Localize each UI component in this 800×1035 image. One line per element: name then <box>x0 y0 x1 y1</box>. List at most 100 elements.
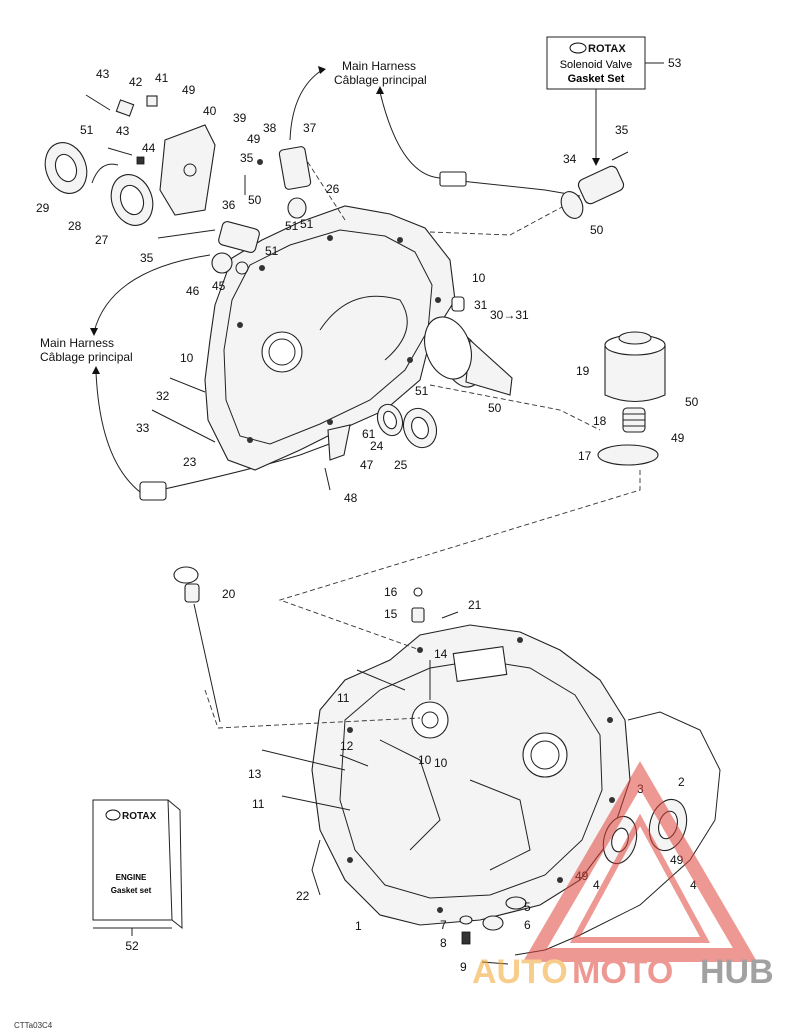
plug-44 <box>136 156 145 165</box>
gasket-31 <box>424 316 472 380</box>
rotax-logo-text: ROTAX <box>588 43 626 55</box>
svg-text:49: 49 <box>182 83 196 97</box>
callout-30-31: 30→31 <box>490 308 529 322</box>
main-harness-label-top: Main Harness Câblage principal <box>289 59 441 179</box>
sensor-37 <box>278 146 312 190</box>
callout-40: 40 <box>203 104 217 118</box>
crankcase-gasket-right <box>514 711 721 956</box>
svg-text:50: 50 <box>685 395 699 409</box>
callout-22: 22 <box>296 889 310 903</box>
washer-7 <box>459 915 473 925</box>
rotax-kit-logo: ROTAX <box>122 811 157 822</box>
oring-5 <box>505 896 527 910</box>
harness-connector <box>439 171 467 187</box>
bolt-43-top <box>85 94 111 111</box>
solenoid-gasket-set-box: ROTAX Solenoid Valve Gasket Set 53 <box>546 36 682 166</box>
callout-34: 34 <box>563 152 577 166</box>
solenoid-valve-34 <box>560 151 629 219</box>
callout-19: 19 <box>576 364 590 378</box>
callout-43b: 43 <box>116 124 130 138</box>
svg-text:50: 50 <box>590 223 604 237</box>
watermark-auto: AUTO <box>472 953 568 991</box>
lower-crankcase-half <box>311 624 631 926</box>
callout-7: 7 <box>440 918 447 932</box>
bolt-32 <box>169 377 206 393</box>
callout-41: 41 <box>155 71 169 85</box>
svg-text:49: 49 <box>247 132 261 146</box>
callout-11a: 11 <box>337 691 350 705</box>
callout-26: 26 <box>326 182 340 196</box>
dowel-10 <box>451 296 465 312</box>
svg-text:Main Harness: Main Harness <box>342 59 416 73</box>
svg-text:Câblage principal: Câblage principal <box>334 73 427 87</box>
callout-4a: 4 <box>593 878 600 892</box>
callout-14: 14 <box>434 647 448 661</box>
callout-52: 52 <box>125 939 139 953</box>
callout-5: 5 <box>524 900 531 914</box>
bolt-11-top <box>356 669 406 691</box>
circlip-28 <box>91 163 119 184</box>
seal-29 <box>44 142 88 194</box>
callout-42: 42 <box>129 75 143 89</box>
callout-15: 15 <box>384 607 398 621</box>
plate-17 <box>597 444 659 466</box>
callout-32: 32 <box>156 389 170 403</box>
screw-35-left <box>157 229 216 239</box>
callout-38: 38 <box>263 121 277 135</box>
callout-16: 16 <box>384 585 398 599</box>
kit-engine-label: ENGINE <box>116 873 147 882</box>
callout-33: 33 <box>136 421 150 435</box>
automotohub-watermark: AUTO MOTO HUB <box>472 761 774 991</box>
callout-46: 46 <box>186 284 200 298</box>
cover-plate-40 <box>159 124 216 216</box>
callout-11b: 11 <box>252 797 265 811</box>
callout-21: 21 <box>468 598 482 612</box>
callout-35a: 35 <box>140 251 154 265</box>
callout-8: 8 <box>440 936 447 950</box>
callout-10b: 10 <box>180 351 194 365</box>
spring-18 <box>622 407 646 433</box>
callout-25: 25 <box>394 458 408 472</box>
bolt-8 <box>461 931 471 945</box>
callout-35c: 35 <box>615 123 629 137</box>
solenoid-valve-label: Solenoid Valve <box>560 59 633 71</box>
callout-27: 27 <box>95 233 109 247</box>
callout-10d: 10 <box>434 756 448 770</box>
callout-10a: 10 <box>472 271 486 285</box>
callout-45: 45 <box>212 279 226 293</box>
nut-41 <box>146 95 158 107</box>
callout-53: 53 <box>668 56 682 70</box>
watermark-moto: MOTO <box>572 953 673 991</box>
svg-text:50: 50 <box>488 401 502 415</box>
svg-text:51: 51 <box>285 219 299 233</box>
callout-36: 36 <box>222 198 236 212</box>
callout-6: 6 <box>524 918 531 932</box>
bolt-33 <box>151 409 216 443</box>
svg-text:Main Harness: Main Harness <box>40 336 114 350</box>
callout-24: 24 <box>370 439 384 453</box>
callout-35b: 35 <box>240 151 254 165</box>
oring-26 <box>287 197 307 219</box>
callout-20: 20 <box>222 587 236 601</box>
callout-37: 37 <box>303 121 317 135</box>
callout-12: 12 <box>340 739 354 753</box>
screw-48 <box>324 467 331 491</box>
callout-28: 28 <box>68 219 82 233</box>
callout-labels: 1 2 3 4 4 5 6 7 8 9 10 10 10 10 11 11 12… <box>36 67 697 974</box>
plug-6 <box>482 915 504 931</box>
bolt-11-bottom <box>281 795 351 811</box>
crankcase-gasket-left <box>311 839 321 896</box>
gasket-9 <box>481 961 509 965</box>
bearing-25 <box>402 407 438 449</box>
spring-15 <box>411 607 425 623</box>
pin-21 <box>441 611 459 619</box>
callout-13: 13 <box>248 767 262 781</box>
svg-text:51: 51 <box>300 217 314 231</box>
bearing-27 <box>110 174 154 226</box>
seal-24 <box>376 403 404 437</box>
callout-43a: 43 <box>96 67 110 81</box>
callout-23: 23 <box>183 455 197 469</box>
pin-38 <box>257 159 263 165</box>
actuator-36 <box>218 221 260 253</box>
switch-45-46 <box>211 252 249 275</box>
